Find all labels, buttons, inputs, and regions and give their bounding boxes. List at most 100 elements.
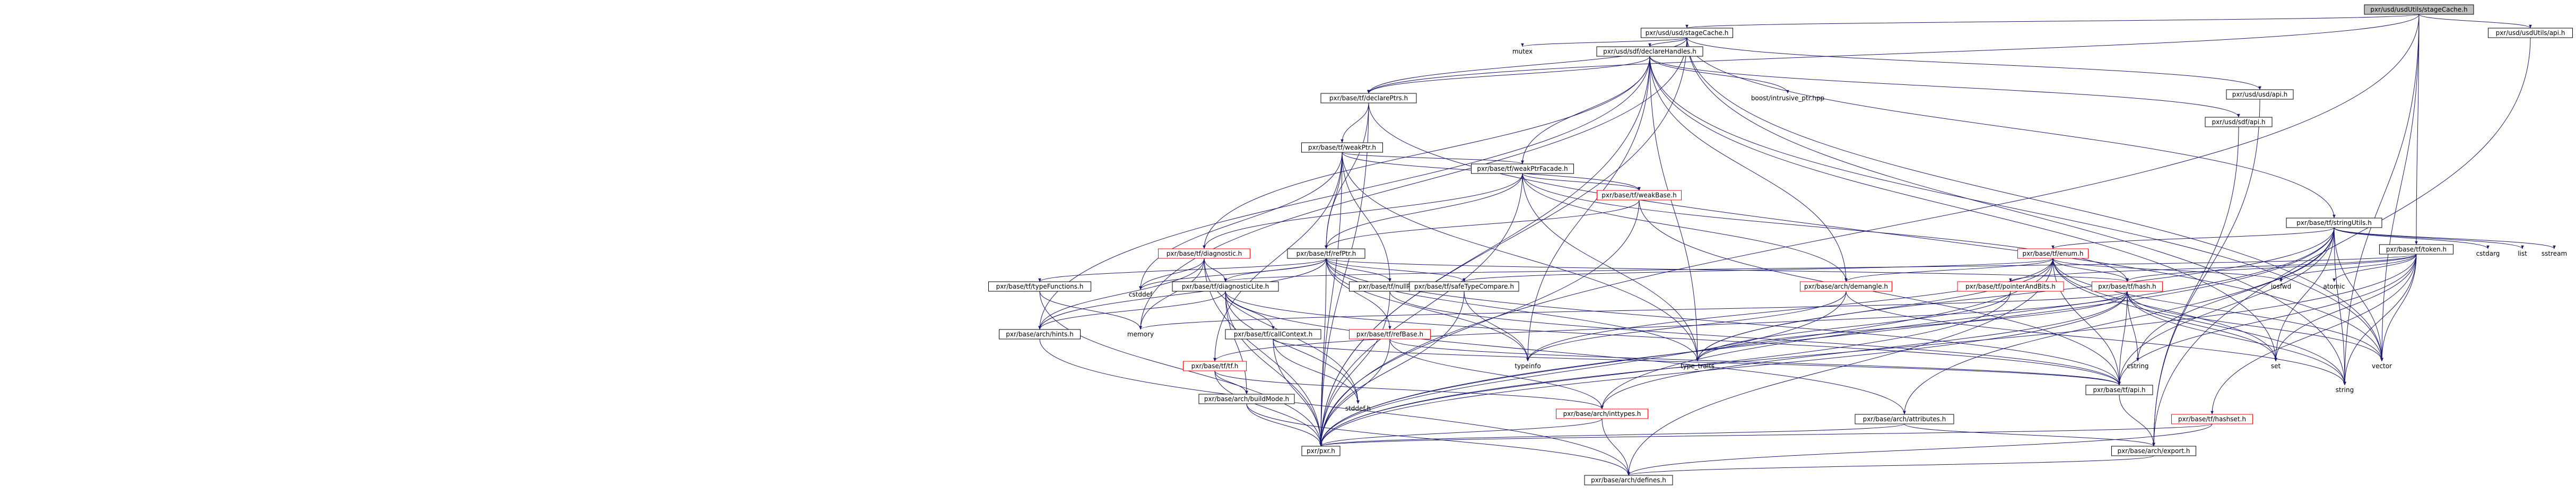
edge-tf-token-to-tf-api: [2118, 254, 2417, 386]
node-usd-api[interactable]: pxr/usd/usd/api.h: [2226, 89, 2294, 100]
edge-tf-refPtr-to-tf-api: [1326, 258, 2121, 386]
node-tf-api[interactable]: pxr/base/tf/api.h: [2085, 385, 2153, 395]
node-box: [2171, 414, 2253, 424]
node-arch-demangle[interactable]: pxr/base/arch/demangle.h: [1800, 281, 1892, 292]
node-sdf-declareHandles[interactable]: pxr/usd/sdf/declareHandles.h: [1596, 46, 1703, 57]
node-box: [1301, 142, 1383, 153]
node-tf-enum[interactable]: pxr/base/tf/enum.h: [2017, 248, 2088, 259]
node-tf-weakPtrFacade[interactable]: pxr/base/tf/weakPtrFacade.h: [1471, 163, 1574, 174]
node-tf-hashset[interactable]: pxr/base/tf/hashset.h: [2171, 414, 2253, 424]
edge-tf-hashset-to-arch-defines: [1627, 423, 2213, 476]
edge-usd-stageCache-to-vector: [1686, 37, 2383, 362]
edge-tf-weakPtr-to-tf-nullPtr: [1342, 152, 1391, 282]
edge-tf-weakPtrFacade-to-type-traits: [1522, 173, 1699, 362]
node-usdUtils-api[interactable]: pxr/usd/usdUtils/api.h: [2488, 28, 2573, 38]
node-box: [1287, 248, 1365, 259]
node-box: [2085, 385, 2153, 395]
edge-tf-stringUtils-to-tf-enum: [2051, 227, 2335, 249]
node-label: pxr/usd/usd/api.h: [2232, 91, 2287, 98]
edge-root-to-string: [2343, 14, 2420, 386]
edge-tf-callContext-to-tf-api: [1273, 338, 2121, 386]
node-box: [2017, 248, 2088, 259]
node-tf-hash[interactable]: pxr/base/tf/hash.h: [2092, 281, 2163, 292]
node-tf-declarePtrs[interactable]: pxr/base/tf/declarePtrs.h: [1320, 93, 1417, 103]
edge-tf-diagnostic-to-cstddef: [1139, 258, 1205, 290]
node-box: [2205, 117, 2273, 127]
node-usd-stageCache[interactable]: pxr/usd/usd/stageCache.h: [1641, 28, 1733, 38]
node-arch-buildMode[interactable]: pxr/base/arch/buildMode.h: [1198, 394, 1295, 404]
edge-arch-demangle-to-pxr: [1319, 291, 1847, 447]
node-box: [988, 281, 1091, 292]
node-label: pxr/base/tf/weakPtr.h: [1308, 144, 1376, 151]
edge-root-to-vector: [2380, 14, 2420, 362]
node-root[interactable]: pxr/usd/usdUtils/stageCache.h: [2364, 4, 2474, 15]
node-sstream: sstream: [2542, 250, 2567, 257]
edge-tf-enum-to-type-traits: [1696, 258, 2053, 362]
node-arch-hints[interactable]: pxr/base/arch/hints.h: [999, 329, 1081, 340]
edge-tf-stringUtils-to-string: [2334, 227, 2346, 386]
node-label: pxr/base/arch/hints.h: [1006, 331, 1074, 338]
node-pxr[interactable]: pxr/pxr.h: [1301, 446, 1341, 456]
edge-tf-enum-to-arch-defines: [1627, 258, 2053, 476]
edge-tf-diagnosticLite-to-stddef: [1225, 291, 1360, 404]
node-tf-refPtr[interactable]: pxr/base/tf/refPtr.h: [1287, 248, 1365, 259]
node-tf-token[interactable]: pxr/base/tf/token.h: [2379, 244, 2453, 255]
node-sdf-api[interactable]: pxr/usd/sdf/api.h: [2205, 117, 2273, 127]
node-tf-stringUtils[interactable]: pxr/base/tf/stringUtils.h: [2286, 218, 2382, 228]
node-tf-refBase[interactable]: pxr/base/tf/refBase.h: [1349, 329, 1431, 340]
edge-arch-buildMode-to-pxr: [1246, 403, 1322, 447]
edge-tf-token-to-tf-pointerAndBits: [2009, 254, 2417, 282]
node-tf-safeTypeCompare[interactable]: pxr/base/tf/safeTypeCompare.h: [1409, 281, 1519, 292]
edge-tf-hash-to-tf-tf: [1213, 291, 2128, 362]
node-cstdarg: cstdarg: [2476, 250, 2500, 257]
edge-tf-enum-to-set: [2052, 258, 2277, 362]
node-box: [1172, 281, 1279, 292]
edge-usd-stageCache-to-string: [1686, 37, 2346, 386]
edge-tf-hash-to-type-traits: [1696, 291, 2128, 362]
node-tf-tf[interactable]: pxr/base/tf/tf.h: [1183, 361, 1247, 371]
edge-sdf-declareHandles-to-vector: [1649, 56, 2383, 362]
node-label: pxr/base/tf/diagnostic.h: [1167, 250, 1242, 257]
node-label: pxr/base/tf/pointerAndBits.h: [1965, 283, 2056, 290]
edge-root-to-usd-stageCache: [1685, 14, 2420, 29]
edge-sdf-declareHandles-to-tf-diagnostic: [1203, 56, 1650, 249]
node-tf-callContext[interactable]: pxr/base/tf/callContext.h: [1225, 329, 1321, 340]
node-box: [1320, 93, 1417, 103]
node-tf-weakBase[interactable]: pxr/base/tf/weakBase.h: [1597, 190, 1682, 201]
node-arch-attributes[interactable]: pxr/base/arch/attributes.h: [1855, 414, 1954, 424]
node-box: [1183, 361, 1247, 371]
edge-usd-stageCache-to-tf-stringUtils: [1686, 37, 2336, 219]
node-tf-weakPtr[interactable]: pxr/base/tf/weakPtr.h: [1301, 142, 1383, 153]
node-box: [2379, 244, 2453, 255]
node-arch-export[interactable]: pxr/base/arch/export.h: [2111, 446, 2196, 456]
edge-tf-weakBase-to-tf-api: [1639, 199, 2121, 386]
node-tf-diagnostic[interactable]: pxr/base/tf/diagnostic.h: [1158, 248, 1250, 259]
edge-tf-refBase-to-pxr: [1319, 338, 1390, 447]
node-box: [999, 329, 1081, 340]
edge-usdUtils-api-to-arch-export: [2152, 37, 2531, 447]
node-tf-pointerAndBits[interactable]: pxr/base/tf/pointerAndBits.h: [1957, 281, 2064, 292]
edge-tf-enum-to-tf-safeTypeCompare: [1463, 258, 2053, 282]
node-arch-defines[interactable]: pxr/base/arch/defines.h: [1584, 475, 1673, 485]
edge-tf-diagnosticLite-to-pxr: [1225, 291, 1322, 447]
node-memory: memory: [1127, 331, 1154, 338]
edge-arch-attributes-to-pxr: [1319, 423, 1905, 447]
node-arch-inttypes[interactable]: pxr/base/arch/inttypes.h: [1556, 409, 1648, 419]
node-label: cstdarg: [2476, 250, 2500, 257]
edge-tf-stringUtils-to-set: [2274, 227, 2335, 362]
node-label: string: [2336, 386, 2354, 394]
node-tf-typeFunctions[interactable]: pxr/base/tf/typeFunctions.h: [988, 281, 1091, 292]
edge-arch-attributes-to-arch-export: [1904, 423, 2155, 447]
edge-tf-weakPtrFacade-to-tf-hash: [1522, 173, 2129, 282]
edge-tf-weakPtrFacade-to-pxr: [1319, 173, 1523, 447]
edge-tf-hash-to-memory: [1139, 291, 2128, 330]
edge-tf-weakBase-to-pxr: [1319, 199, 1640, 447]
edge-arch-buildMode-to-arch-defines: [1246, 403, 1630, 476]
node-label: mutex: [1512, 48, 1533, 55]
edge-tf-refBase-to-arch-inttypes: [1389, 338, 1604, 410]
edge-arch-inttypes-to-pxr: [1319, 418, 1603, 447]
node-label: sstream: [2542, 250, 2567, 257]
edge-sdf-declareHandles-to-arch-demangle: [1649, 56, 1848, 282]
node-tf-diagnosticLite[interactable]: pxr/base/tf/diagnosticLite.h: [1172, 281, 1279, 292]
edge-tf-hash-to-set: [2127, 291, 2277, 362]
